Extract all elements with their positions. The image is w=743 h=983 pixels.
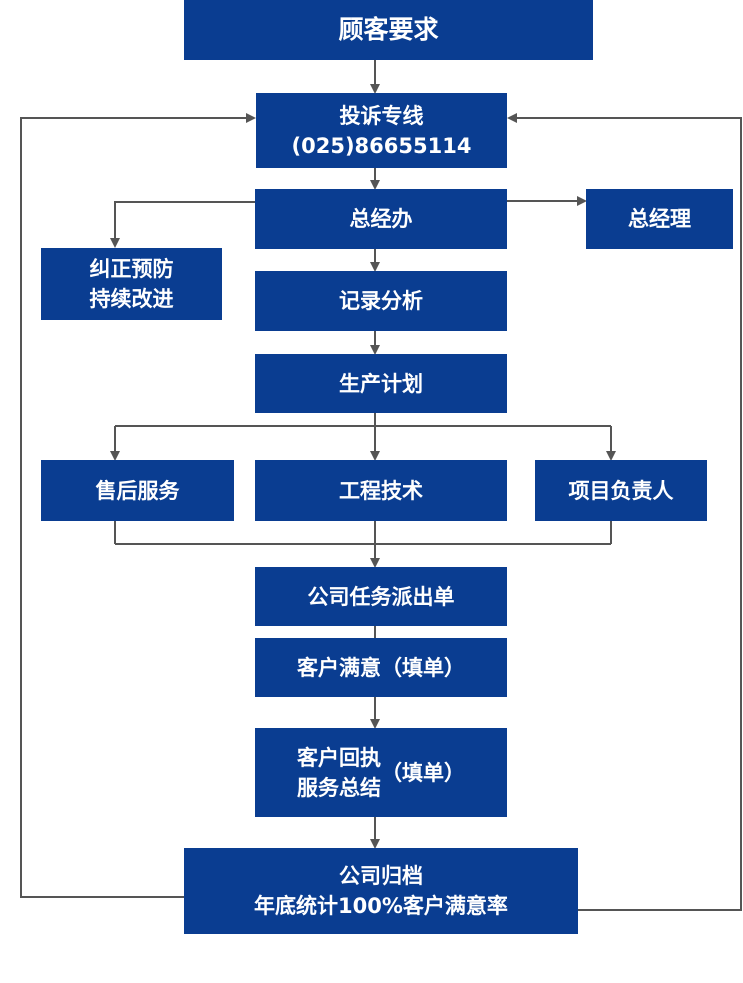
node-general-manager: 总经理 bbox=[586, 189, 733, 249]
arrow-archive-loop-left bbox=[20, 113, 256, 898]
node-production-plan: 生产计划 bbox=[255, 354, 507, 413]
node-archive: 公司归档 年底统计100%客户满意率 bbox=[184, 848, 578, 934]
node-dispatch-order: 公司任务派出单 bbox=[255, 567, 507, 626]
node-customer-request: 顾客要求 bbox=[184, 0, 593, 60]
node-general-office: 总经办 bbox=[255, 189, 507, 249]
record-analysis-label: 记录分析 bbox=[339, 289, 423, 313]
node-record-analysis: 记录分析 bbox=[255, 271, 507, 331]
engineering-label: 工程技术 bbox=[339, 478, 423, 503]
arrow-office-to-corrective bbox=[110, 201, 255, 248]
corrective-line1: 纠正预防 bbox=[89, 257, 174, 281]
node-corrective-action: 纠正预防 持续改进 bbox=[41, 248, 222, 320]
general-manager-label: 总经理 bbox=[628, 207, 691, 231]
dispatch-order-label: 公司任务派出单 bbox=[307, 584, 455, 609]
receipt-suffix: （填单） bbox=[381, 760, 465, 785]
archive-line2: 年底统计100%客户满意率 bbox=[254, 894, 508, 918]
node-customer-request-label: 顾客要求 bbox=[338, 15, 439, 44]
general-office-label: 总经办 bbox=[349, 207, 413, 231]
project-lead-label: 项目负责人 bbox=[568, 478, 674, 503]
production-plan-label: 生产计划 bbox=[339, 371, 423, 396]
hotline-number: (025)86655114 bbox=[291, 133, 472, 158]
receipt-line1: 客户回执 bbox=[297, 745, 381, 770]
node-customer-satisfaction: 客户满意（填单） bbox=[255, 638, 507, 697]
receipt-text-stack: 客户回执 服务总结 bbox=[297, 743, 381, 803]
hotline-label: 投诉专线 bbox=[339, 103, 424, 128]
receipt-line2: 服务总结 bbox=[297, 775, 381, 800]
corrective-line2: 持续改进 bbox=[89, 287, 174, 311]
customer-satisfaction-label: 客户满意（填单） bbox=[297, 655, 465, 680]
node-engineering: 工程技术 bbox=[255, 460, 507, 521]
node-after-sales: 售后服务 bbox=[41, 460, 234, 521]
archive-line1: 公司归档 bbox=[339, 864, 423, 888]
node-customer-receipt: 客户回执 服务总结 （填单） bbox=[255, 728, 507, 817]
node-complaint-hotline: 投诉专线 (025)86655114 bbox=[256, 93, 507, 168]
arrow-archive-loop-right bbox=[507, 113, 742, 911]
after-sales-label: 售后服务 bbox=[95, 478, 180, 503]
node-project-lead: 项目负责人 bbox=[535, 460, 707, 521]
